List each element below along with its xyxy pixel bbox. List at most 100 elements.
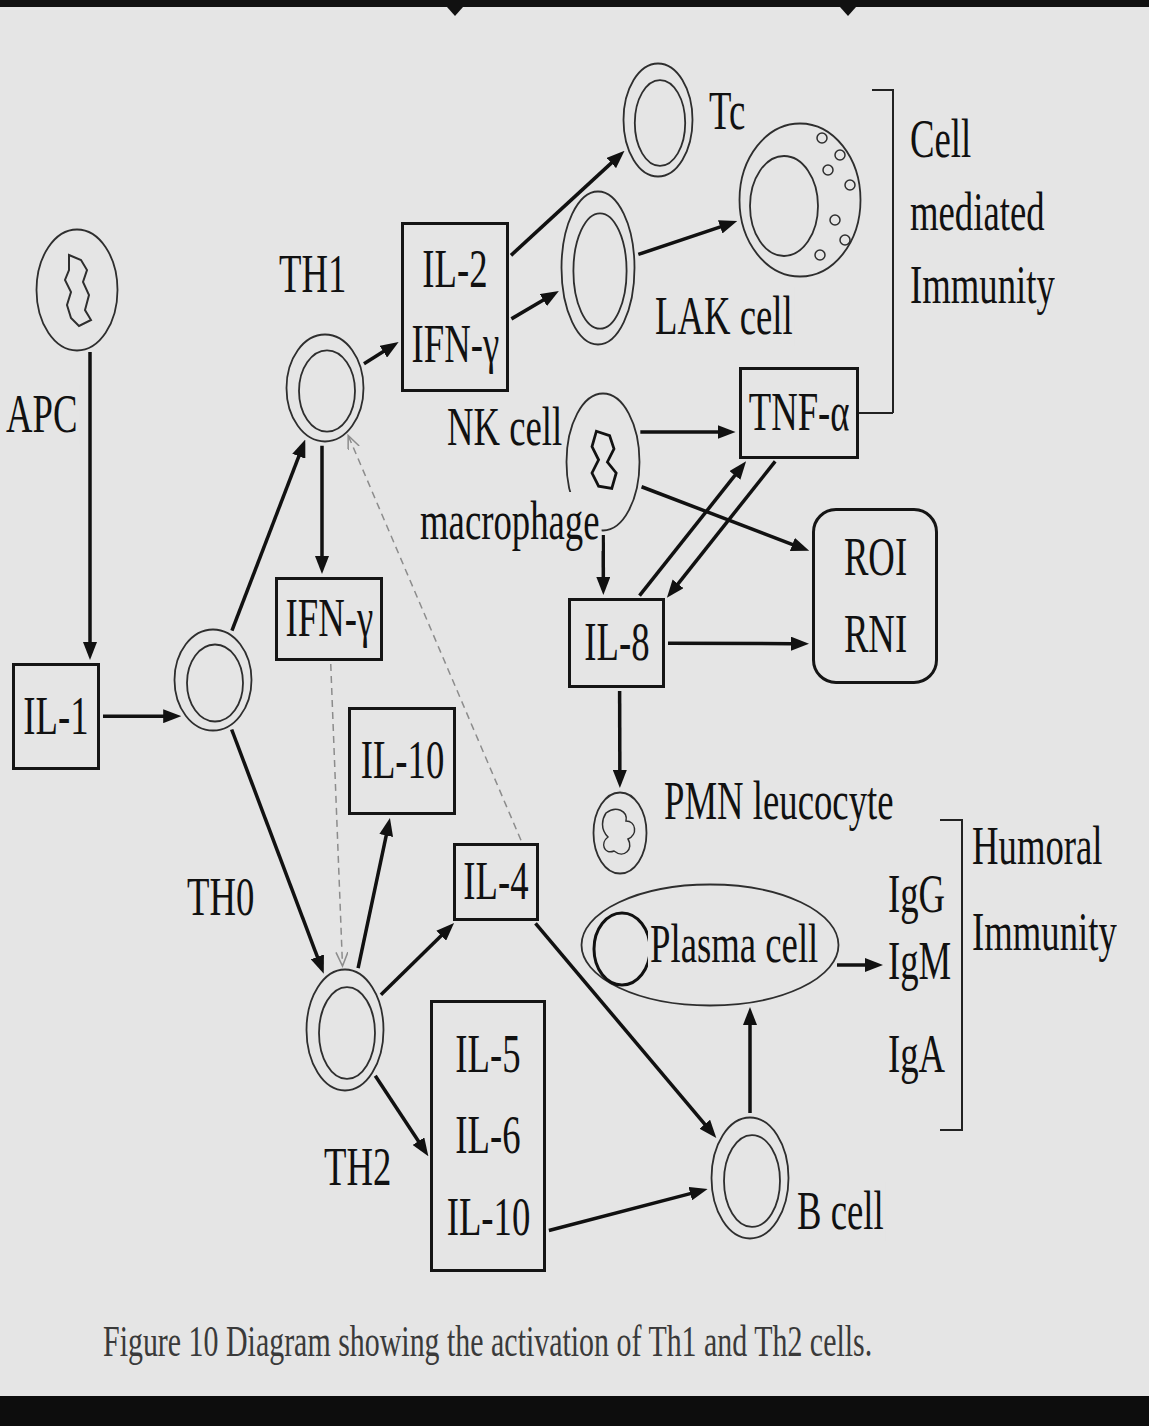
cell-name: TH1 bbox=[277, 245, 348, 304]
cell-nucleus bbox=[594, 913, 650, 985]
cell-nucleus bbox=[573, 213, 626, 328]
cell-name: APC bbox=[4, 385, 80, 444]
activation-arrow bbox=[601, 535, 605, 578]
cell-shape bbox=[305, 968, 385, 1092]
antibody-label: IgG bbox=[888, 865, 945, 924]
cytokine-name: ROI bbox=[843, 528, 906, 587]
cytokine-name: IFN-γ bbox=[411, 315, 499, 374]
granule bbox=[835, 150, 845, 160]
cell-membrane bbox=[740, 124, 861, 277]
activation-arrow bbox=[511, 162, 612, 255]
cell-shape bbox=[592, 791, 648, 875]
cytokine-box: TNF-α bbox=[739, 367, 860, 459]
cell-shape bbox=[710, 1116, 790, 1240]
cytokine-name: IL-10 bbox=[446, 1188, 530, 1247]
cell-shape bbox=[622, 62, 694, 178]
cytokine-box: IL-2IFN-γ bbox=[401, 222, 509, 392]
activation-arrow bbox=[358, 835, 386, 969]
cell-membrane bbox=[37, 230, 118, 351]
bracket bbox=[872, 90, 893, 413]
cytokine-box: IFN-γ bbox=[275, 577, 383, 661]
granule bbox=[823, 165, 833, 175]
bottom-bar bbox=[0, 1396, 1149, 1426]
secretion-arrow bbox=[837, 963, 866, 967]
cell-name: B cell bbox=[795, 1182, 886, 1241]
cytokine-box: IL-4 bbox=[453, 843, 538, 921]
cytokine-name: IFN-γ bbox=[285, 589, 373, 648]
granule bbox=[830, 215, 840, 225]
cell-membrane bbox=[594, 793, 647, 874]
cytokine-name: IL-6 bbox=[455, 1106, 520, 1165]
activation-arrow bbox=[364, 351, 384, 364]
figure-caption: Figure 10 Diagram showing the activation… bbox=[103, 1318, 872, 1366]
top-mark bbox=[840, 7, 856, 16]
cell-nucleus bbox=[603, 809, 635, 854]
cytokine-box: IL-10 bbox=[348, 707, 456, 815]
cytotoxic-cell: Tc bbox=[622, 62, 694, 178]
apc-cell: APC bbox=[35, 228, 119, 352]
antibody-label: IgA bbox=[888, 1025, 945, 1084]
cell-name: Tc bbox=[707, 82, 747, 141]
cell-shape bbox=[173, 628, 253, 732]
antibody-label: IgM bbox=[888, 932, 951, 991]
cell-membrane bbox=[287, 335, 364, 442]
cytokine-name: IL-1 bbox=[23, 687, 88, 746]
cytokine-name: IL-5 bbox=[455, 1025, 520, 1084]
pmn-cell: PMN leucocyte bbox=[592, 791, 648, 875]
cell-membrane bbox=[175, 630, 252, 731]
cell-shape bbox=[560, 190, 636, 346]
activation-arrow bbox=[668, 641, 792, 645]
cytokine-box: IL-8 bbox=[568, 598, 665, 688]
cell-nucleus bbox=[65, 255, 91, 326]
cell-nucleus bbox=[187, 645, 243, 722]
cytokine-name: IL-2 bbox=[422, 240, 487, 299]
cell-membrane bbox=[582, 885, 839, 1006]
activation-arrow bbox=[88, 352, 92, 643]
activation-arrow bbox=[748, 1024, 752, 1113]
activation-arrow bbox=[381, 935, 442, 995]
t-helper-cell: TH2 bbox=[305, 968, 385, 1092]
cell-shape bbox=[35, 228, 119, 352]
immunity-label: Humoral Immunity bbox=[972, 803, 1128, 976]
cell-name: macrophage bbox=[418, 492, 602, 551]
cell-name: TH2 bbox=[322, 1138, 393, 1197]
top-bar bbox=[0, 0, 1149, 7]
activation-arrow bbox=[511, 300, 544, 319]
cytokine-name: IL-4 bbox=[463, 852, 528, 911]
cell-shape bbox=[285, 333, 365, 443]
cell-nucleus bbox=[750, 156, 818, 256]
cytokine-name: RNI bbox=[843, 605, 906, 664]
granule bbox=[845, 180, 855, 190]
cell-nucleus bbox=[724, 1135, 780, 1227]
cytokine-name: IL-10 bbox=[360, 731, 444, 790]
product-box: ROI RNI bbox=[812, 508, 938, 684]
cell-membrane bbox=[562, 192, 635, 345]
cell-name: TH0 bbox=[185, 868, 256, 927]
cell-shape bbox=[738, 122, 862, 278]
activation-arrow bbox=[375, 1076, 419, 1142]
cell-nucleus bbox=[635, 80, 685, 166]
cell-name: Plasma cell bbox=[648, 915, 820, 974]
cell-membrane bbox=[624, 64, 693, 177]
activation-arrow bbox=[103, 714, 164, 718]
activation-arrow bbox=[677, 461, 775, 584]
cell-membrane bbox=[712, 1118, 789, 1239]
granule bbox=[817, 133, 827, 143]
cell-name: NK cell bbox=[445, 398, 564, 457]
activation-arrow bbox=[320, 446, 324, 557]
activation-arrow bbox=[618, 691, 622, 771]
cell-nucleus bbox=[592, 431, 616, 488]
activation-arrow bbox=[549, 1193, 691, 1230]
cell-membrane bbox=[307, 970, 384, 1091]
cell-name: LAK cell bbox=[653, 287, 795, 346]
granule bbox=[815, 250, 825, 260]
cell-nucleus bbox=[299, 350, 355, 431]
activation-arrow bbox=[640, 430, 718, 434]
cytokine-box: IL-1 bbox=[12, 663, 100, 770]
plasma-cell: Plasma cell bbox=[580, 883, 840, 1007]
activation-arrow bbox=[640, 475, 736, 596]
macrophage-cell: macrophage bbox=[565, 392, 641, 532]
top-mark bbox=[447, 7, 463, 16]
b-cell: B cell bbox=[710, 1116, 790, 1240]
